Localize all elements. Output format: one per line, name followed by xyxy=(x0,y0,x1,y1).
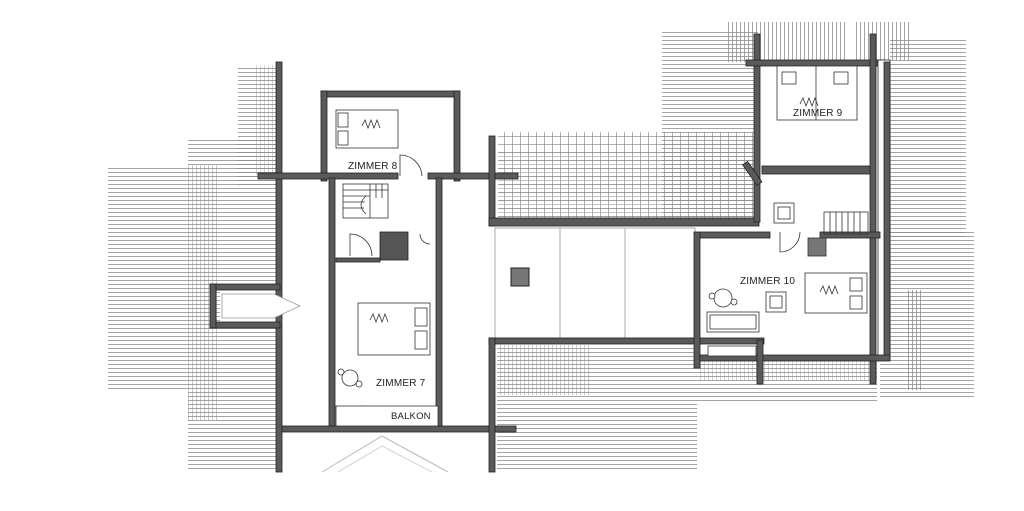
room-label-zimmer7: ZIMMER 7 xyxy=(376,378,426,389)
room-label-zimmer9: ZIMMER 9 xyxy=(793,108,843,119)
roof-hatching xyxy=(108,22,974,470)
bed-icon xyxy=(335,65,868,356)
stair-icon xyxy=(342,183,869,235)
furniture xyxy=(337,202,827,388)
table-icon xyxy=(713,288,733,308)
room-labels: ZIMMER 8 ZIMMER 9 ZIMMER 10 ZIMMER 7 BAL… xyxy=(348,108,843,422)
room-label-balkon: BALKON xyxy=(391,411,431,422)
room-label-zimmer8: ZIMMER 8 xyxy=(348,161,398,172)
room-label-zimmer10: ZIMMER 10 xyxy=(740,276,795,287)
balcony xyxy=(221,293,757,473)
chimney-icon xyxy=(510,267,530,287)
walls xyxy=(209,33,891,473)
glass-roof xyxy=(494,227,696,339)
